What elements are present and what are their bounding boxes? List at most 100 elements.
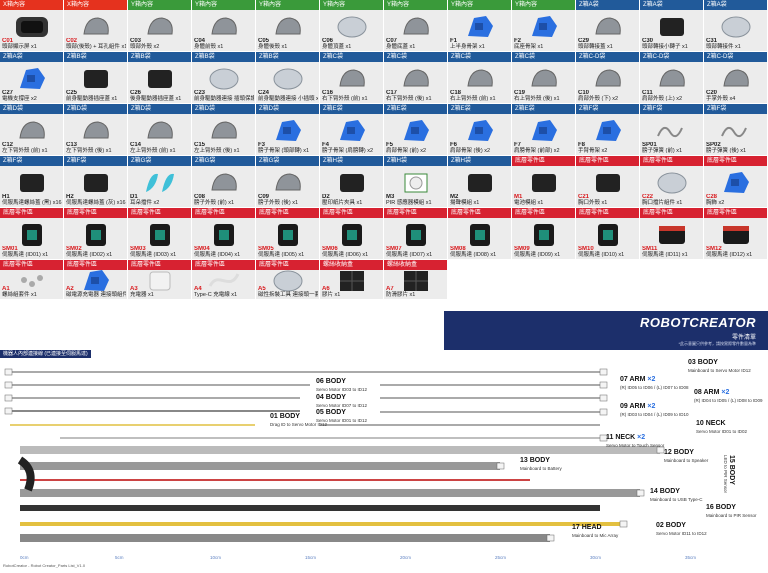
- part-code: F6: [450, 142, 458, 148]
- part-image: [66, 220, 125, 248]
- ruler-tick: 5cm: [115, 555, 124, 560]
- part-bag-header: 底層零件區: [704, 208, 767, 218]
- part-code: C21: [578, 194, 590, 200]
- part-code: M2: [450, 194, 459, 200]
- part-code: C25: [66, 90, 78, 96]
- part-image: [258, 64, 317, 92]
- part-bag-header: Z箱A袋: [640, 0, 703, 10]
- part-bag-header: Y箱內容: [384, 0, 447, 10]
- part-code: D2: [322, 194, 330, 200]
- part-image: [450, 116, 509, 144]
- part-image: [2, 12, 61, 40]
- part-bag-header: Z箱H袋: [320, 156, 383, 166]
- cable-count: ×2: [645, 376, 656, 383]
- part-bag-header: Z箱F袋: [0, 156, 63, 166]
- part-image: [386, 220, 445, 248]
- part-bag-header: Z箱C-D袋: [640, 52, 703, 62]
- part-image: [514, 168, 573, 196]
- part-name: 後身驅動器插座蓋 x1: [130, 96, 182, 102]
- part-image: [66, 64, 125, 92]
- cable-14-desc: Mainboard to USB Type-C: [650, 497, 703, 502]
- part-code: M3: [386, 194, 395, 200]
- part-name: 揚聲模組 x1: [450, 200, 480, 206]
- part-name: 前身驅動器插座蓋 x1: [66, 96, 118, 102]
- part-code: C29: [578, 38, 590, 44]
- cables-footer: RobotCreator - Robot Creator_Parts List_…: [3, 563, 86, 568]
- cable-13-desc: Mainboard to Battery: [520, 466, 562, 471]
- part-bag-header: 底層零件區: [512, 156, 575, 166]
- part-name: 身體頂蓋 x1: [322, 44, 352, 50]
- part-image: [258, 12, 317, 40]
- part-name: 伺服馬達螺絲蓋 (黑) x16: [2, 200, 62, 206]
- part-code: A3: [130, 286, 138, 292]
- part-name: 伺服馬達 (ID01) x1: [2, 252, 49, 258]
- part-image: [322, 220, 381, 248]
- ruler-tick: 10cm: [210, 555, 222, 560]
- part-name: 右下臂外殼 (後) x1: [386, 96, 432, 102]
- part-code: M1: [514, 194, 523, 200]
- cable-10neck-desc: Servo Motor ID01 to ID02: [696, 429, 748, 434]
- part-bag-header: 底層零件區: [0, 208, 63, 218]
- part-code: SM11: [642, 246, 658, 252]
- part-image: [642, 64, 701, 92]
- cable-connector: [546, 534, 555, 542]
- part-image: [706, 12, 765, 40]
- part-name: 伺服馬達 (ID05) x1: [258, 252, 305, 258]
- part-image: [322, 271, 381, 291]
- part-bag-header: Z箱C袋: [320, 52, 383, 62]
- part-bag-header: 螺絲收納盒: [384, 260, 447, 270]
- part-name: 前身驅動器連接 插頭保護 x1: [194, 96, 254, 102]
- part-name: 膀子骨架 (頭部轉) x1: [258, 148, 310, 154]
- part-code: A4: [194, 286, 202, 292]
- part-image: [66, 168, 125, 196]
- part-image: [322, 64, 381, 92]
- part-name: 伺服馬達 (ID02) x1: [66, 252, 113, 258]
- part-code: SM07: [386, 246, 402, 252]
- cable-15-title: 15 BODY: [728, 455, 735, 485]
- cable-connector: [4, 381, 13, 389]
- part-name: 左下臂外殼 (前) x1: [2, 148, 48, 154]
- cable-07arm-title: 07 ARM ×2: [620, 376, 656, 383]
- cable-10neck-title: 10 NECK: [696, 420, 726, 427]
- part-code: H1: [2, 194, 10, 200]
- part-code: SM04: [194, 246, 210, 252]
- part-name: 右上臂外殼 (前) x1: [450, 96, 496, 102]
- part-bag-header: Z箱F袋: [576, 104, 639, 114]
- cable-connector: [4, 394, 13, 402]
- part-code: SM10: [578, 246, 594, 252]
- part-name: 頭部(後殼) + 耳孔組件 x1: [66, 44, 126, 50]
